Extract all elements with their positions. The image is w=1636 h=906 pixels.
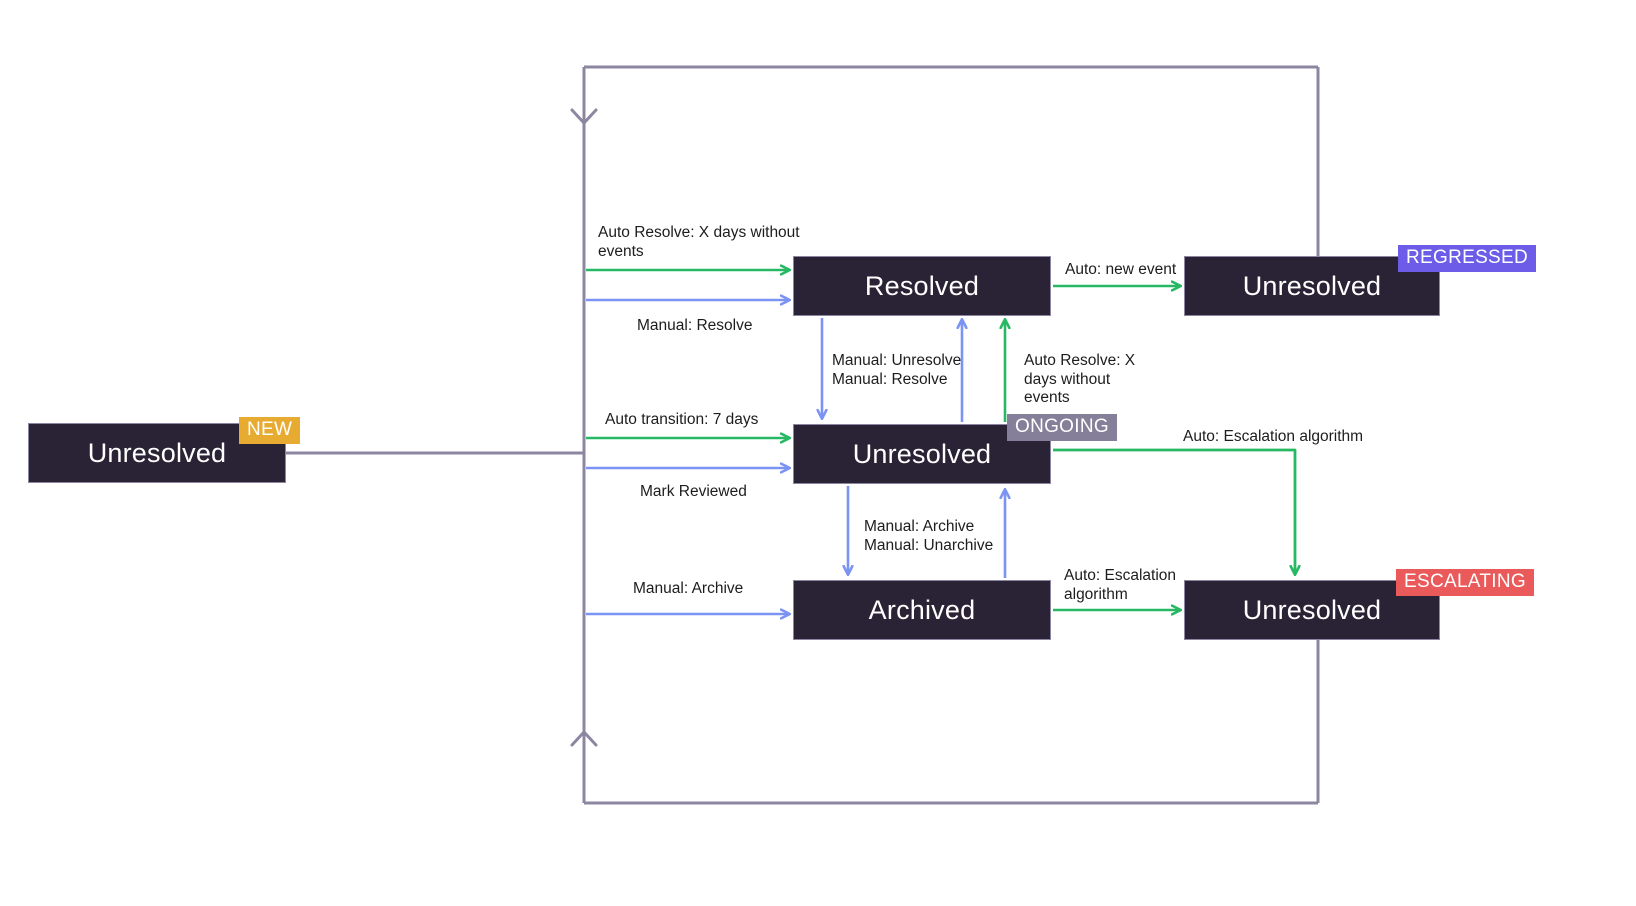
- edge-label-manual-resolve-top: Manual: Resolve: [637, 317, 753, 334]
- status-badge-label: ESCALATING: [1404, 571, 1526, 592]
- edge-label-auto-new-event: Auto: new event: [1065, 261, 1177, 278]
- state-node-label: Unresolved: [1242, 594, 1382, 625]
- status-badge-label: NEW: [247, 419, 293, 440]
- status-badge-regressed: REGRESSED: [1398, 245, 1537, 272]
- edge-label-manual-unresolve-resolve: Manual: Unresolve Manual: Resolve: [832, 352, 962, 388]
- state-node-resolved[interactable]: Resolved: [793, 256, 1051, 316]
- state-node-label: Unresolved: [1242, 270, 1382, 301]
- state-node-archived[interactable]: Archived: [793, 580, 1051, 640]
- edge-label-auto-transition-7-days: Auto transition: 7 days: [605, 411, 759, 428]
- edge-label-auto-escalation-algorithm-top: Auto: Escalation algorithm: [1183, 428, 1364, 445]
- state-node-label: Unresolved: [852, 438, 992, 469]
- edge-label-mark-reviewed: Mark Reviewed: [640, 483, 747, 500]
- edge-label-auto-resolve-x-days-mid: Auto Resolve: X days without events: [1024, 352, 1136, 406]
- status-badge-label: REGRESSED: [1406, 247, 1529, 268]
- frame-arrowhead-down: [570, 108, 598, 125]
- state-node-label: Archived: [868, 594, 976, 625]
- edge-label-manual-archive-unarchive: Manual: Archive Manual: Unarchive: [864, 518, 994, 554]
- state-node-label: Unresolved: [87, 437, 227, 468]
- frame-arrowhead-up: [570, 730, 598, 747]
- state-node-escalating-unresolved[interactable]: Unresolved: [1184, 580, 1440, 640]
- edge-label-auto-resolve-x-days-top: Auto Resolve: X days without events: [598, 224, 800, 260]
- status-badge-new: NEW: [239, 417, 301, 444]
- status-badge-escalating: ESCALATING: [1396, 569, 1534, 596]
- state-node-regressed-unresolved[interactable]: Unresolved: [1184, 256, 1440, 316]
- edge-label-auto-escalation-algorithm-bottom: Auto: Escalation algorithm: [1064, 567, 1177, 603]
- edge-auto-escalation-top: [1053, 448, 1295, 574]
- state-node-label: Resolved: [864, 270, 980, 301]
- edge-label-manual-archive: Manual: Archive: [633, 580, 744, 597]
- status-badge-label: ONGOING: [1015, 416, 1109, 437]
- status-badge-ongoing: ONGOING: [1007, 414, 1117, 441]
